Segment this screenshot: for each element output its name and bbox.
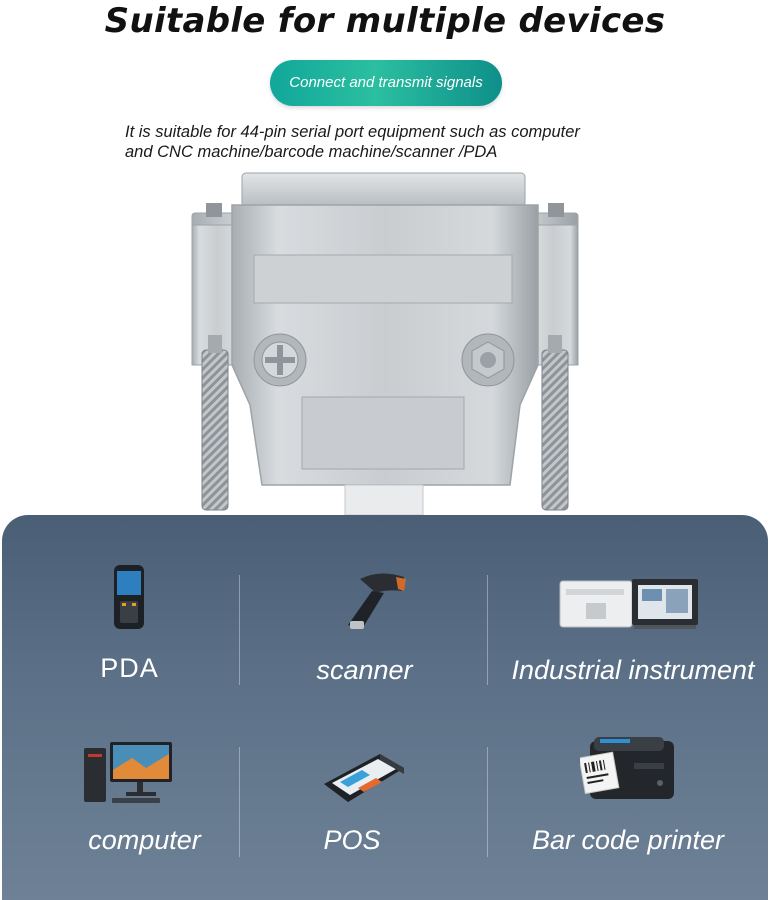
- device-label-industrial-instrument: Industrial instrument: [511, 655, 755, 685]
- barcode-printer-icon: [580, 737, 674, 799]
- device-label-scanner: scanner: [316, 655, 413, 685]
- page-title: Suitable for multiple devices: [104, 1, 666, 41]
- description-line-2: and CNC machine/barcode machine/scanner …: [125, 143, 498, 161]
- column-divider: [239, 575, 240, 685]
- device-label-pos: POS: [323, 825, 381, 855]
- barcode-scanner-icon: [348, 573, 406, 629]
- device-panel: PDA scanner Industrial instrument comput…: [2, 515, 768, 900]
- pda-icon: [114, 565, 144, 629]
- pos-terminal-icon: [324, 754, 404, 802]
- description-line-1: It is suitable for 44-pin serial port eq…: [125, 123, 580, 141]
- device-label-barcode-printer: Bar code printer: [531, 825, 725, 855]
- column-divider: [487, 575, 488, 685]
- device-label-pda: PDA: [100, 653, 159, 683]
- feature-badge: Connect and transmit signals: [270, 60, 502, 106]
- desktop-computer-icon: [84, 742, 172, 803]
- column-divider: [239, 747, 240, 857]
- db44-connector-image: [191, 172, 579, 516]
- device-label-computer: computer: [88, 825, 201, 855]
- description: It is suitable for 44-pin serial port eq…: [125, 122, 685, 162]
- industrial-instrument-icon: [559, 579, 698, 629]
- column-divider: [487, 747, 488, 857]
